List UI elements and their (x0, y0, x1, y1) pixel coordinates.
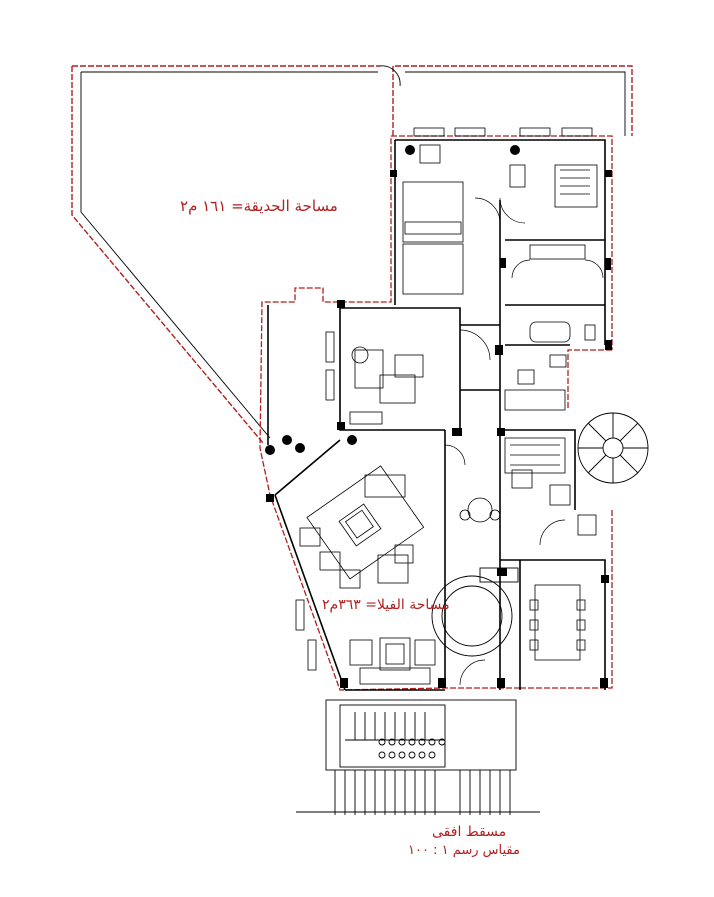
spiral-stair-icon (577, 412, 649, 484)
dining-table-icon (299, 465, 586, 661)
stair-icon (296, 699, 540, 815)
stair-nosing (378, 738, 446, 759)
plan-title: مسقط افقى (432, 824, 507, 840)
bed-icon (402, 144, 598, 295)
garden-area-label: مساحة الحديقة= ١٦١ م٢ (180, 197, 338, 215)
tree-icon (265, 145, 520, 455)
scale-label: مقياس رسم ١ : ١٠٠ (408, 843, 520, 858)
lounge-set (349, 637, 436, 685)
villa-area-label: مساحة الفيلا= ٣٦٣م٢ (322, 597, 450, 613)
kitchen (459, 437, 597, 536)
sofa-icon (349, 346, 424, 425)
doors (444, 197, 604, 686)
bathtub-icon (504, 244, 596, 411)
garden-boundary (71, 65, 633, 444)
garden-outline (80, 65, 626, 439)
windows (295, 127, 593, 671)
round-hall (431, 567, 519, 657)
columns (266, 170, 612, 688)
